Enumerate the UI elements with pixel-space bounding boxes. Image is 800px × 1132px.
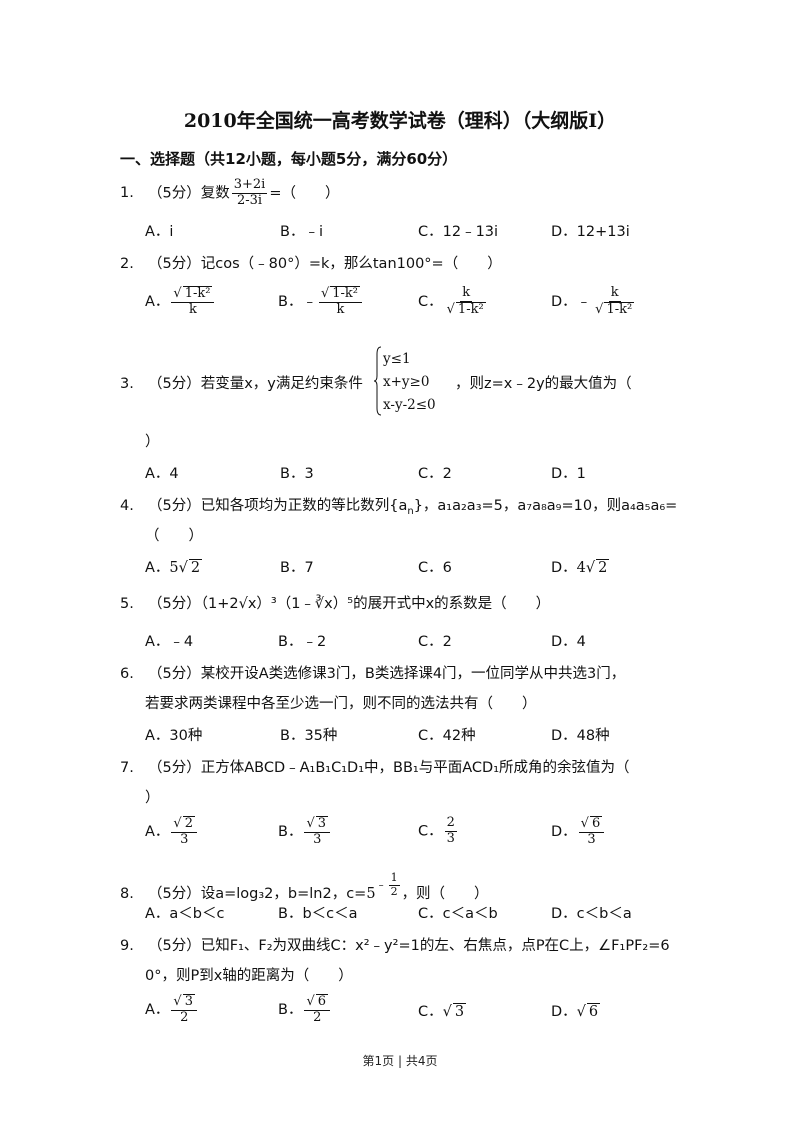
q6-option-b[interactable]: B．35种 <box>280 728 338 744</box>
question-4: 4.（5分）已知各项均为正数的等比数列{an}，a₁a₂a₃=5，a₇a₈a₉=… <box>120 498 678 517</box>
q3-option-a[interactable]: A．4 <box>145 466 179 482</box>
q6-option-d[interactable]: D．48种 <box>551 728 610 744</box>
constraint-system: y≤1 x+y≥0 x-y-2≤0 <box>383 351 436 413</box>
question-9-cont: 0°，则P到x轴的距离为（ ） <box>145 968 353 984</box>
q4-option-c[interactable]: C．6 <box>418 560 452 576</box>
q2-option-c[interactable]: C．k√1-k² <box>418 285 486 317</box>
page-title: 2010年全国统一高考数学试卷（理科）（大纲版Ⅰ） <box>183 110 617 132</box>
q1-option-b[interactable]: B．﹣i <box>280 224 323 240</box>
q1-option-d[interactable]: D．12+13i <box>551 224 630 240</box>
question-6-cont: 若要求两类课程中各至少选一门，则不同的选法共有（ ） <box>145 696 537 712</box>
brace-icon <box>374 346 382 416</box>
q6-option-a[interactable]: A．30种 <box>145 728 203 744</box>
question-2: 2.（5分）记cos（﹣80°）=k，那么tan100°=（ ） <box>120 256 502 272</box>
q5-option-b[interactable]: B．﹣2 <box>278 634 327 650</box>
question-5: 5.（5分）（1+2√x）³（1﹣∛x）⁵的展开式中x的系数是（ ） <box>120 596 551 612</box>
q8-option-d[interactable]: D．c＜b＜a <box>551 906 632 922</box>
q4-option-b[interactable]: B．7 <box>280 560 314 576</box>
q4-option-a[interactable]: A．5√2 <box>145 559 203 576</box>
question-4-cont: （ ） <box>145 528 203 544</box>
page-footer: 第1页 | 共4页 <box>362 1054 438 1068</box>
q8-option-a[interactable]: A．a＜b＜c <box>145 906 225 922</box>
question-9: 9.（5分）已知F₁、F₂为双曲线C：x²﹣y²=1的左、右焦点，点P在C上，∠… <box>120 938 670 954</box>
q1-option-a[interactable]: A．i <box>145 224 174 240</box>
q3-option-d[interactable]: D．1 <box>551 466 586 482</box>
question-7: 7.（5分）正方体ABCD﹣A₁B₁C₁D₁中，BB₁与平面ACD₁所成角的余弦… <box>120 760 630 776</box>
question-6: 6.（5分）某校开设A类选修课3门，B类选择课4门，一位同学从中共选3门， <box>120 666 626 682</box>
question-3: 3.（5分）若变量x，y满足约束条件 <box>120 376 363 392</box>
section-heading: 一、选择题（共12小题，每小题5分，满分60分） <box>120 150 458 168</box>
q5-option-a[interactable]: A．﹣4 <box>145 634 194 650</box>
question-3-tail: ，则z=x﹣2y的最大值为（ <box>455 376 632 392</box>
q6-option-c[interactable]: C．42种 <box>418 728 476 744</box>
q9-option-c[interactable]: C．√3 <box>418 1003 467 1020</box>
q8-option-c[interactable]: C．c＜a＜b <box>418 906 498 922</box>
q3-option-b[interactable]: B．3 <box>280 466 314 482</box>
q5-option-d[interactable]: D．4 <box>551 634 586 650</box>
q8-option-b[interactable]: B．b＜c＜a <box>278 906 358 922</box>
q9-option-d[interactable]: D．√6 <box>551 1003 601 1020</box>
q3-option-c[interactable]: C．2 <box>418 466 452 482</box>
question-7-cont: ） <box>145 790 160 806</box>
q4-option-d[interactable]: D．4√2 <box>551 559 610 576</box>
q2-option-d[interactable]: D．﹣k√1-k² <box>551 285 635 317</box>
q1-option-c[interactable]: C．12﹣13i <box>418 224 499 240</box>
q5-option-c[interactable]: C．2 <box>418 634 452 650</box>
question-3-cont: ） <box>145 434 160 450</box>
